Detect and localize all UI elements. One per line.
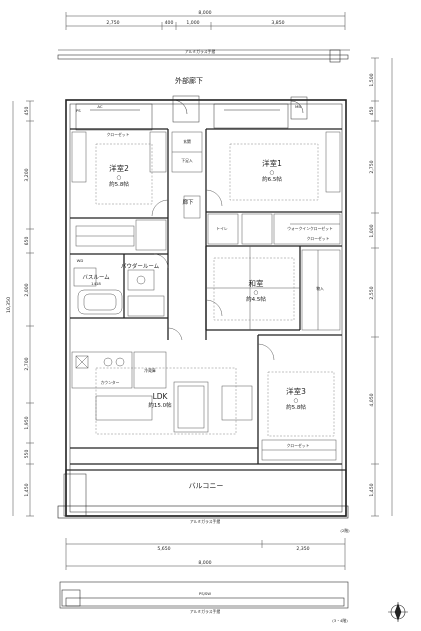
right-dimension-lines [371, 57, 393, 517]
left-segment-8: 1,450 [24, 483, 30, 496]
room-size-washitsu: 約4.5帖 [246, 295, 266, 303]
floor-34-label: (3・4階) [332, 618, 348, 623]
top-segment-3: 1,000 [186, 20, 199, 26]
bath-size-label: 1418 [91, 281, 101, 286]
left-segment-4: 2,000 [24, 283, 30, 296]
room-labels: 洋室2 ○ 約5.8帖 洋室1 ○ 約6.5帖 和室 ○ 約4.5帖 LDK 約… [109, 158, 306, 411]
entrance-doors [75, 95, 308, 131]
right-segment-3: 2,750 [369, 160, 375, 173]
top-rail [57, 49, 350, 63]
wic-label: ウォークインクローゼット [287, 226, 333, 231]
closet2-label: クローゼット [107, 132, 130, 137]
room-name-washitsu: 和室 [249, 278, 264, 288]
room-name-youshitsu2: 洋室2 [109, 163, 129, 173]
room-size-youshitsu3: 約5.8帖 [286, 403, 306, 411]
compass-icon [388, 602, 408, 622]
room-symbol-youshitsu2: ○ [117, 175, 122, 181]
hall-label: 廊下 [182, 198, 194, 206]
room-size-ldk: 約15.0帖 [148, 401, 172, 409]
fridge-label: 冷蔵庫 [144, 368, 156, 373]
outer-corridor-label: 外部廊下 [175, 76, 203, 85]
ac-label: AC [97, 104, 103, 109]
bottom-segment-1: 5,650 [157, 546, 170, 552]
left-segment-2: 3,200 [24, 168, 30, 181]
balcony [57, 469, 349, 519]
top-segment-4: 3,850 [271, 20, 284, 26]
right-segment-1: 1,500 [369, 73, 375, 86]
right-segment-6: 4,050 [369, 393, 375, 406]
right-segment-7: 1,450 [369, 483, 375, 496]
upper-floor-balcony [59, 581, 349, 609]
top-rail-label: アルミガラス手摺 [185, 49, 215, 54]
interior-walls [70, 128, 342, 465]
balcony-label: バルコニー [189, 482, 224, 490]
left-segment-7: 550 [24, 450, 30, 459]
left-segment-6: 1,950 [24, 416, 30, 429]
bottom-rail-label: アルミガラス手摺 [190, 519, 220, 524]
closet3-label: クローゼット [287, 443, 310, 448]
mb-label: MB [295, 104, 301, 109]
left-segment-1: 450 [24, 107, 30, 116]
right-segment-4: 1,000 [369, 224, 375, 237]
left-total-dimension: 10,350 [6, 297, 12, 313]
closet1-label: クローゼット [307, 236, 330, 241]
dashed-lines [95, 143, 335, 437]
entrance-label: 玄関 [183, 139, 191, 144]
rail-34a-label: PS/SW [199, 591, 211, 596]
ps-label: PS [76, 108, 81, 113]
top-segment-1: 2,750 [106, 20, 119, 26]
bottom-total-dimension: 8,000 [198, 560, 211, 566]
floor-2-label: (2階) [340, 528, 350, 533]
room-name-youshitsu3: 洋室3 [286, 386, 306, 396]
left-segment-5: 2,700 [24, 357, 30, 370]
counter-label: カウンター [101, 380, 120, 385]
left-dimension-lines [12, 100, 34, 517]
storage-label: 物入 [316, 286, 324, 291]
right-segment-2: 450 [369, 107, 375, 116]
rail-34b-label: アルミガラス手摺 [190, 609, 220, 614]
room-symbol-youshitsu3: ○ [294, 398, 299, 404]
powder-label: パウダールーム [121, 262, 160, 270]
toilet-label: トイレ [216, 226, 228, 231]
top-total-dimension: 8,000 [198, 10, 211, 16]
bath-label: バスルーム [82, 274, 110, 281]
detail-lines [71, 131, 341, 461]
left-segment-3: 650 [24, 237, 30, 246]
room-symbol-washitsu: ○ [254, 290, 259, 296]
bottom-segment-2: 2,350 [296, 546, 309, 552]
room-size-youshitsu2: 約5.8帖 [109, 180, 129, 188]
room-symbol-youshitsu1: ○ [270, 170, 275, 176]
top-segment-2: 400 [165, 20, 174, 26]
bottom-dimension-lines [65, 538, 346, 570]
room-size-youshitsu1: 約6.5帖 [262, 175, 282, 183]
wd-label: WD [77, 258, 84, 263]
shoes-label: 下足入 [181, 158, 193, 163]
room-name-youshitsu1: 洋室1 [262, 158, 282, 168]
room-name-ldk: LDK [153, 392, 169, 401]
top-dimension-lines [65, 12, 346, 30]
right-segment-5: 2,550 [369, 286, 375, 299]
small-labels: 玄関 廊下 パウダールーム バスルーム 1418 ウォークインクローゼット トイ… [76, 104, 333, 448]
